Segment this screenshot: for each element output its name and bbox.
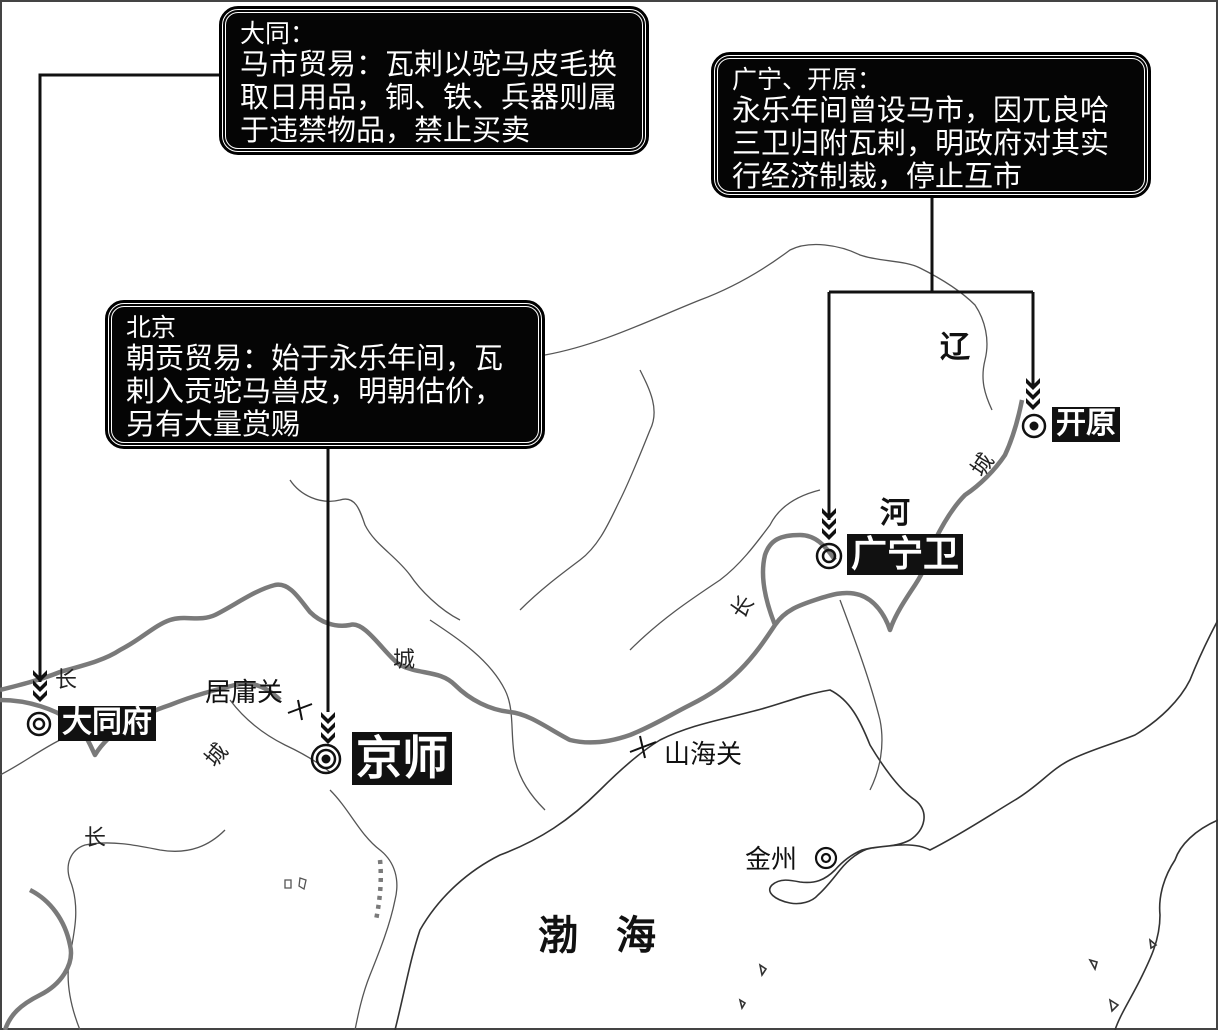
callout-datong-heading: 大同： — [240, 19, 316, 48]
callout-datong-line: 于违禁物品，禁止买卖 — [240, 113, 531, 147]
callout-beijing: 北京 朝贡贸易：始于永乐年间，瓦 剌入贡驼马兽皮，明朝估价， 另有大量赏赐 — [105, 300, 545, 449]
place-guangningwei: 广宁卫 — [847, 534, 964, 576]
korea-coast — [1114, 819, 1218, 1030]
jinzhou-symbol — [814, 846, 838, 870]
river-9 — [67, 829, 226, 1030]
river-6 — [329, 789, 398, 1030]
leader-datong — [38, 73, 226, 682]
river-7 — [229, 699, 331, 773]
pass-markers — [287, 699, 657, 759]
region-he: 河 — [880, 496, 910, 531]
wall-loop — [760, 532, 837, 626]
wall-label: 长 — [55, 668, 78, 693]
river-10 — [839, 599, 883, 791]
coastline — [394, 619, 1218, 1030]
callout-datong-line: 取日用品，铜、铁、兵器则属 — [240, 80, 618, 114]
coast-line — [394, 619, 1218, 1030]
place-jinzhou: 金州 — [745, 845, 798, 875]
guangning-symbol — [815, 542, 843, 570]
callout-beijing-line: 另有大量赏赐 — [126, 407, 301, 441]
juyongguan-marker — [287, 699, 313, 721]
wall-label: 长 — [84, 826, 107, 851]
leader-guangning-kaiyuan — [827, 196, 1035, 520]
river-2 — [519, 369, 655, 611]
callout-beijing-heading: 北京 — [126, 313, 177, 342]
datong-symbol — [26, 711, 52, 737]
region-bohai: 渤海 — [538, 912, 694, 959]
leader-lines — [38, 73, 1035, 712]
region-liao: 辽 — [940, 330, 970, 365]
wall-label: 城 — [393, 648, 416, 673]
callout-beijing-line: 剌入贡驼马兽皮，明朝估价， — [126, 374, 504, 408]
place-jingshi: 京师 — [352, 732, 452, 785]
arrow-kaiyuan — [1026, 378, 1040, 410]
arrowheads — [33, 378, 1040, 744]
place-juyongguan: 居庸关 — [205, 678, 284, 708]
beijing-symbol — [310, 743, 342, 775]
wall-main — [0, 399, 1025, 745]
shanhaiguan-marker — [629, 735, 657, 759]
arrow-beijing — [321, 712, 335, 744]
callout-guangning-kaiyuan: 广宁、开原： 永乐年间曾设马市，因兀良哈 三卫归附瓦剌，明政府对其实 行经济制裁… — [711, 52, 1151, 198]
river-4 — [289, 479, 461, 621]
arrow-datong — [33, 670, 47, 702]
river-liao — [544, 243, 993, 411]
place-datongfu: 大同府 — [58, 705, 156, 741]
callout-guangning-kaiyuan-line: 行经济制裁，停止互市 — [732, 159, 1023, 193]
callout-guangning-kaiyuan-line: 三卫归附瓦剌，明政府对其实 — [732, 126, 1110, 160]
callout-datong-line: 马市贸易：瓦剌以驼马皮毛换 — [240, 47, 618, 81]
place-kaiyuan: 开原 — [1052, 406, 1120, 442]
wall-sw — [2, 887, 74, 1030]
callout-datong: 大同： 马市贸易：瓦剌以驼马皮毛换 取日用品，铜、铁、兵器则属 于违禁物品，禁止… — [219, 6, 649, 155]
river-3 — [629, 489, 821, 651]
callout-guangning-kaiyuan-heading: 广宁、开原： — [732, 65, 883, 94]
kaiyuan-symbol — [1021, 413, 1047, 439]
place-shanhaiguan: 山海关 — [664, 740, 743, 770]
islands — [738, 938, 1158, 1013]
callout-guangning-kaiyuan-line: 永乐年间曾设马市，因兀良哈 — [732, 93, 1110, 127]
wall-branch — [373, 859, 384, 921]
lake — [284, 877, 307, 891]
callout-beijing-line: 朝贡贸易：始于永乐年间，瓦 — [126, 341, 504, 375]
arrow-guangning — [822, 508, 836, 540]
city-symbols — [26, 413, 1047, 870]
